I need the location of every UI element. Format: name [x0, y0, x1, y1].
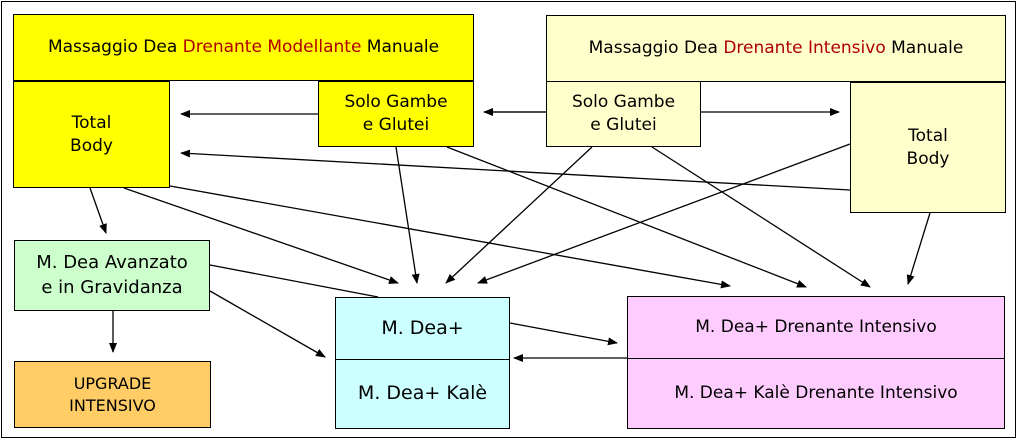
- solo-gambe-left: Solo Gambe e Glutei: [318, 81, 474, 147]
- arrow-solo-left-to-drenante: [446, 146, 807, 288]
- arrow-total-right-to-deaplus: [477, 143, 851, 284]
- dea-plus-kale: M. Dea+ Kalè: [335, 359, 510, 429]
- arrow-total-left-to-avanzato: [89, 187, 107, 234]
- arrow-total-left-to-drenante: [169, 185, 731, 289]
- arrow-avanzato-to-deaplus-top: [209, 264, 379, 298]
- header-intensivo-highlight: Drenante Intensivo: [723, 38, 886, 59]
- arrow-total-left-to-deaplus: [123, 187, 399, 284]
- arrow-solo-left-to-deaplus: [395, 146, 420, 284]
- header-modellante-prefix: Massaggio Dea: [47, 37, 183, 58]
- arrow-deaplus-to-drenante: [509, 322, 618, 346]
- header-modellante: Massaggio Dea Drenante Modellante Manual…: [13, 14, 474, 81]
- dea-avanzato-gravidanza: M. Dea Avanzato e in Gravidanza: [14, 240, 210, 311]
- header-modellante-suffix: Manuale: [361, 37, 440, 58]
- dea-plus-kale-drenante-intensivo: M. Dea+ Kalè Drenante Intensivo: [627, 358, 1005, 429]
- solo-gambe-right: Solo Gambe e Glutei: [546, 81, 701, 147]
- total-body-right: Total Body: [850, 82, 1006, 213]
- arrow-total-right-to-drenante: [906, 212, 931, 285]
- dea-plus-drenante-intensivo: M. Dea+ Drenante Intensivo: [627, 296, 1005, 359]
- arrow-avanzato-to-deaplus: [209, 290, 326, 358]
- total-body-left: Total Body: [13, 81, 170, 188]
- arrow-solo-right-to-drenante: [651, 146, 871, 288]
- header-intensivo: Massaggio Dea Drenante Intensivo Manuale: [546, 15, 1006, 82]
- upgrade-intensivo: UPGRADE INTENSIVO: [14, 361, 211, 428]
- dea-plus: M. Dea+: [335, 297, 510, 360]
- header-intensivo-prefix: Massaggio Dea: [588, 38, 724, 59]
- arrow-solo-right-to-deaplus-1: [445, 146, 593, 284]
- header-modellante-highlight: Drenante Modellante: [182, 37, 362, 58]
- header-intensivo-suffix: Manuale: [885, 38, 964, 59]
- arrow-total-right-to-total-left: [180, 149, 851, 191]
